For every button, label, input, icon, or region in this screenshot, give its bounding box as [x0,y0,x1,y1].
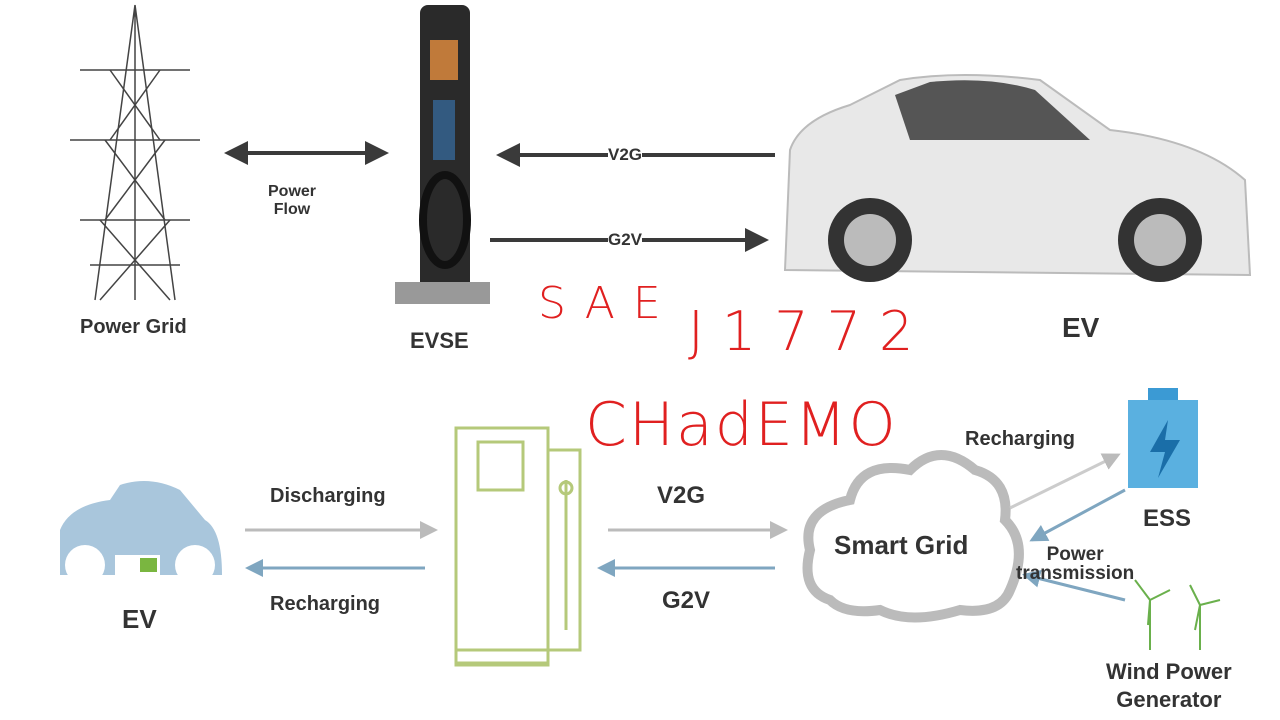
recharging-ess-arrow [1009,453,1121,510]
ev-icon [60,481,222,585]
smart-grid-cloud-icon [802,450,1024,623]
handwritten-chademo: CHadEMO [585,390,898,460]
power-grid-label: Power Grid [80,316,187,338]
recharging-label-left: Recharging [270,593,381,615]
evse-charger-icon [395,5,490,304]
charging-station-icon [454,426,582,667]
power-tower-icon [70,4,200,301]
wind-turbine-icon [1134,579,1221,650]
evse-label: EVSE [410,328,469,353]
recharging-label-right: Recharging [965,428,1076,450]
handwritten-j1772: J1772 [688,300,932,363]
discharging-label: Discharging [270,485,386,507]
handwritten-sae: SAE [538,278,679,329]
g2v-label-top: G2V [608,230,643,250]
power-flow-label: Power Flow [268,183,317,218]
electric-car-icon [783,74,1252,282]
ess-label: ESS [1143,505,1192,532]
ess-transmission-arrow [1029,488,1126,542]
ev-label-top: EV [1062,312,1100,343]
power-transmission-label: Power transmission [1016,544,1135,584]
wind-transmission-arrow [1022,569,1126,602]
v2g-label-bottom: V2G [657,482,706,509]
battery-icon [1128,388,1198,488]
v2g-label-top: V2G [608,145,643,165]
wind-power-generator-label: Wind Power Generator [1106,659,1232,712]
g2v-label-bottom: G2V [662,587,711,614]
ev-label-bottom: EV [122,604,157,634]
smart-grid-label: Smart Grid [834,530,969,560]
